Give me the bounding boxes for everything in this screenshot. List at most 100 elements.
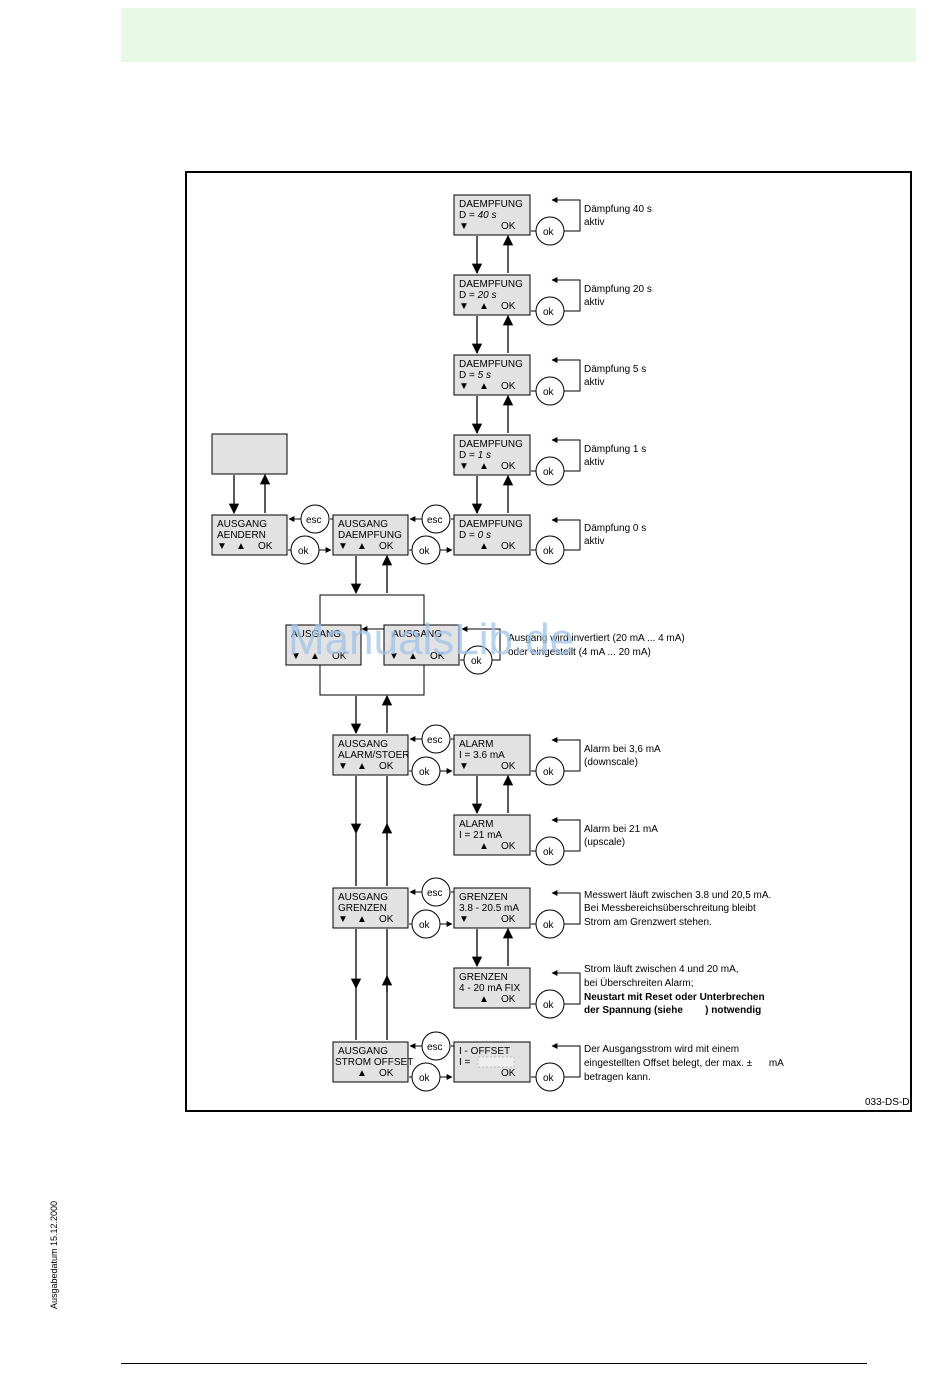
offset-value-field (477, 1056, 515, 1068)
svg-text:ok: ok (543, 546, 555, 557)
svg-text:▼: ▼ (459, 381, 469, 392)
svg-text:Dämpfung 0 s: Dämpfung 0 s (584, 523, 646, 534)
svg-text:OK: OK (379, 541, 394, 552)
svg-text:▼: ▼ (459, 461, 469, 472)
lcd-alarm-3-6: ALARM I = 3.6 mA ▼ OK (453, 734, 531, 776)
svg-text:DAEMPFUNG: DAEMPFUNG (459, 199, 523, 210)
svg-text:ok: ok (543, 920, 555, 931)
svg-text:Dämpfung 20 s: Dämpfung 20 s (584, 284, 652, 295)
svg-text:▼: ▼ (338, 761, 348, 772)
svg-text:Dämpfung 1 s: Dämpfung 1 s (584, 444, 646, 455)
loop-arrow (551, 890, 581, 925)
svg-text:▲: ▲ (236, 541, 246, 552)
svg-text:OK: OK (430, 651, 445, 662)
svg-text:OK: OK (501, 1068, 516, 1079)
svg-text:▲: ▲ (357, 541, 367, 552)
annotation-alarm: (upscale) (584, 837, 625, 848)
svg-text:ALARM/STOER: ALARM/STOER (338, 750, 410, 761)
annotation-offset: eingestellten Offset belegt, der max. ± … (584, 1058, 784, 1069)
svg-text:ok: ok (543, 767, 555, 778)
svg-text:OK: OK (379, 761, 394, 772)
svg-text:▼: ▼ (459, 301, 469, 312)
svg-text:OK: OK (501, 461, 516, 472)
annotation-alarm: Alarm bei 21 mA (584, 824, 658, 835)
svg-text:4 - 20 mA FIX: 4 - 20 mA FIX (459, 983, 520, 994)
annotation-grenzen: Strom am Grenzwert stehen. (584, 917, 712, 928)
lcd-grenzen-4-20: GRENZEN 4 - 20 mA FIX ▲ OK (453, 967, 531, 1009)
lcd-daempfung-20: DAEMPFUNG D = 20 s ▼ ▲ OK (453, 274, 531, 316)
nav-offset: esc ok (409, 1031, 454, 1092)
svg-text:3.8 - 20.5 mA: 3.8 - 20.5 mA (459, 903, 519, 914)
annotation-grenzen-bold: der Spannung (siehe ) notwendig (584, 1005, 761, 1016)
nav-aendern-daempfung: esc ok (288, 504, 333, 565)
lcd-ausgang-aendern: AUSGANG AENDERN ▼ ▲ OK (211, 514, 288, 556)
svg-text:aktiv: aktiv (584, 297, 605, 308)
svg-text:▲: ▲ (479, 541, 489, 552)
svg-text:ok: ok (543, 1073, 555, 1084)
svg-text:DAEMPFUNG: DAEMPFUNG (459, 439, 523, 450)
svg-text:▼: ▼ (291, 651, 301, 662)
svg-text:OK: OK (501, 994, 516, 1005)
svg-text:▼: ▼ (459, 914, 469, 925)
svg-text:esc: esc (427, 1042, 443, 1053)
svg-text:ok: ok (543, 467, 555, 478)
svg-text:I - OFFSET: I - OFFSET (459, 1046, 510, 1057)
lcd-daempfung-1: DAEMPFUNG D = 1 s ▼ ▲ OK (453, 434, 531, 476)
svg-text:AUSGANG: AUSGANG (217, 519, 267, 530)
svg-text:D = 20 s: D = 20 s (459, 290, 497, 301)
annotation-alarm: (downscale) (584, 757, 638, 768)
svg-text:OK: OK (501, 221, 516, 232)
svg-text:ok: ok (543, 307, 555, 318)
svg-text:AENDERN: AENDERN (217, 530, 266, 541)
annotation-grenzen: Messwert läuft zwischen 3.8 und 20,5 mA. (584, 890, 771, 901)
svg-text:OK: OK (501, 381, 516, 392)
lcd-ausgang-alarm-stoer: AUSGANG ALARM/STOER ▼ ▲ OK (332, 734, 410, 776)
watermark: ManualsLib.de (288, 615, 574, 664)
svg-text:▼: ▼ (338, 541, 348, 552)
svg-text:DAEMPFUNG: DAEMPFUNG (459, 519, 523, 530)
svg-text:D = 0 s: D = 0 s (459, 530, 491, 541)
svg-text:▼: ▼ (459, 761, 469, 772)
figure-id: 033-DS-D (865, 1097, 909, 1108)
svg-text:DAEMPFUNG: DAEMPFUNG (459, 359, 523, 370)
svg-text:▲: ▲ (479, 461, 489, 472)
annotation-alarm: Alarm bei 3,6 mA (584, 744, 661, 755)
svg-text:▲: ▲ (479, 841, 489, 852)
lcd-ausgang-daempfung: AUSGANG DAEMPFUNG ▼ ▲ OK (332, 514, 409, 556)
svg-text:OK: OK (501, 761, 516, 772)
svg-text:▲: ▲ (310, 651, 320, 662)
svg-text:ok: ok (471, 656, 483, 667)
lcd-ausgang-grenzen: AUSGANG GRENZEN ▼ ▲ OK (332, 887, 409, 929)
svg-text:I =: I = (459, 1057, 471, 1068)
annotation-offset: betragen kann. (584, 1072, 651, 1083)
lcd-ausgang-invert-2: AUSGANG ▼ ▲ OK (383, 624, 460, 666)
invert-bracket (319, 594, 425, 696)
svg-text:GRENZEN: GRENZEN (459, 892, 508, 903)
svg-text:▲: ▲ (357, 1068, 367, 1079)
svg-text:▲: ▲ (357, 914, 367, 925)
svg-text:ok: ok (419, 1073, 431, 1084)
svg-text:ALARM: ALARM (459, 739, 493, 750)
lcd-grenzen-3-8: GRENZEN 3.8 - 20.5 mA ▼ OK (453, 887, 531, 929)
svg-text:▲: ▲ (357, 761, 367, 772)
svg-text:▼: ▼ (389, 651, 399, 662)
svg-text:▼: ▼ (338, 914, 348, 925)
svg-text:AUSGANG: AUSGANG (392, 629, 442, 640)
svg-text:OK: OK (379, 914, 394, 925)
svg-text:GRENZEN: GRENZEN (459, 972, 508, 983)
damping-arrows (471, 234, 514, 515)
nav-alarm: esc ok (409, 724, 454, 786)
damping-annotations: Dämpfung 40 s aktiv Dämpfung 20 s aktiv … (584, 204, 652, 547)
nav-grenzen: esc ok (409, 877, 454, 939)
svg-text:ok: ok (543, 1000, 555, 1011)
svg-text:D = 5 s: D = 5 s (459, 370, 491, 381)
svg-text:▲: ▲ (479, 301, 489, 312)
nav-daempfung-d0: esc ok (409, 504, 454, 565)
lcd-ausgang-invert-1: AUSGANG ▼ ▲ OK (285, 624, 362, 666)
svg-text:OK: OK (501, 914, 516, 925)
svg-text:ok: ok (419, 546, 431, 557)
svg-text:AUSGANG: AUSGANG (338, 1046, 388, 1057)
svg-text:▲: ▲ (408, 651, 418, 662)
svg-text:I = 3.6 mA: I = 3.6 mA (459, 750, 505, 761)
